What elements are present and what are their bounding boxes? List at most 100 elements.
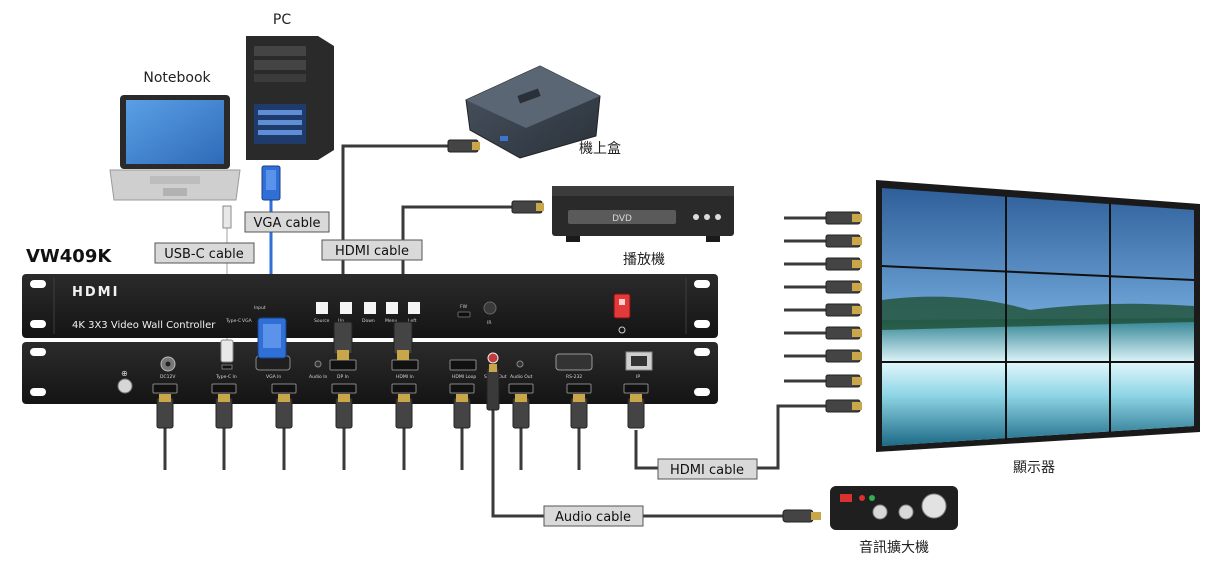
rear-dp-port — [329, 359, 357, 371]
amplifier-rca-plug-tip — [811, 512, 821, 520]
usb-c-plug-top — [222, 205, 232, 229]
controller-plugs — [156, 317, 645, 429]
output-cables — [163, 425, 581, 470]
vga-cable-label: VGA cable — [244, 211, 330, 233]
front-power-switch[interactable] — [613, 293, 631, 319]
set-top-box-logo-slot — [517, 88, 541, 104]
notebook-touchpad — [163, 188, 187, 196]
hdmi-cable-label-input: HDMI cable — [321, 239, 423, 261]
front-button-label-2: Down — [362, 318, 375, 324]
notebook-keyboard-base — [109, 169, 241, 201]
cables-layer — [163, 144, 832, 518]
dvd-hdmi-plug-tip — [536, 203, 544, 211]
front-ir-label: IR — [487, 320, 491, 326]
display-wall-waterfall — [882, 318, 1194, 446]
rear-port-label-4: DP In — [337, 374, 349, 380]
model-name: VW409K — [26, 246, 112, 267]
dvd-foot-left — [566, 236, 580, 242]
cable-labels: USB-C cable VGA cable HDMI cable HDMI ca… — [154, 211, 758, 527]
usb-c-plug-bottom — [220, 339, 234, 363]
ground-screw — [117, 378, 133, 394]
set-top-box-usb-port — [500, 136, 508, 141]
rear-unit — [22, 342, 718, 404]
display-wall-seam-h1 — [881, 265, 1195, 281]
rear-audio-out-port — [516, 360, 524, 368]
rear-rs232-port — [555, 353, 593, 371]
amplifier-green-jack — [869, 495, 875, 501]
amplifier-knob-small-2 — [898, 504, 914, 520]
display-hdmi-plugs — [825, 211, 862, 413]
notebook-device: Notebook — [109, 70, 241, 229]
dvd-label: 播放機 — [623, 252, 665, 268]
front-button-down[interactable] — [364, 302, 376, 314]
pc-front-stripe-2 — [258, 120, 302, 125]
dc-power-jack-pin — [165, 361, 171, 367]
set-top-box-label: 機上盒 — [579, 140, 621, 157]
input-label: Input — [254, 305, 266, 311]
rear-rack-hole-tl — [30, 348, 46, 356]
power-icon — [618, 326, 626, 334]
rear-port-label-3: Audio In — [309, 374, 328, 380]
rear-audio-in-port — [314, 360, 322, 368]
pc-drive-bay-3 — [254, 74, 306, 82]
rear-port-label-0: DC12V — [160, 374, 176, 380]
front-rack-hole-bl — [30, 320, 46, 328]
svg-text:Audio cable: Audio cable — [555, 510, 631, 525]
set-top-box-device: 機上盒 — [447, 65, 621, 159]
amplifier-power-switch — [840, 494, 852, 502]
display-input-cables — [784, 216, 832, 383]
display-wall-forest — [882, 296, 1194, 330]
svg-text:HDMI cable: HDMI cable — [670, 463, 744, 478]
amplifier-volume-knob — [921, 493, 947, 519]
dvd-button-2 — [704, 214, 710, 220]
front-rack-hole-tr — [694, 280, 710, 288]
audio-cable-label: Audio cable — [543, 505, 644, 527]
pc-front-stripe-3 — [258, 130, 302, 135]
spdif-rca-plug-tip — [489, 364, 497, 372]
front-button-menu[interactable] — [386, 302, 398, 314]
front-button-up[interactable] — [340, 302, 352, 314]
vga-plug-bottom-inner — [263, 324, 281, 348]
front-ir-sensor — [483, 301, 497, 315]
dvd-button-3 — [715, 214, 721, 220]
front-rack-hole-br — [694, 320, 710, 328]
svg-text:VGA cable: VGA cable — [254, 216, 321, 231]
front-button-source[interactable] — [316, 302, 328, 314]
pc-drive-bay-2 — [254, 60, 306, 70]
rear-port-label-9: RS-232 — [566, 374, 582, 380]
rear-hdmi-loop-port — [449, 359, 477, 371]
pc-drive-bay-1 — [254, 46, 306, 56]
pc-label: PC — [273, 12, 291, 28]
usb-c-cable-label: USB-C cable — [154, 242, 255, 264]
front-button-left[interactable] — [408, 302, 420, 314]
hdmi-in-plug-dvd — [393, 321, 413, 355]
rear-port-label-8: Audio Out — [510, 374, 533, 380]
input-sub-1: VGA — [242, 318, 253, 324]
notebook-label: Notebook — [143, 70, 211, 86]
dvd-foot-right — [706, 236, 720, 242]
amplifier-device: 音訊擴大機 — [782, 486, 958, 556]
dvd-top-edge — [552, 186, 734, 196]
front-usb-port — [457, 311, 471, 318]
output-hdmi-plugs — [156, 394, 645, 429]
rear-port-label-10: IP — [636, 374, 640, 380]
amplifier-knob-small-1 — [872, 504, 888, 520]
display-wall-label: 顯示器 — [1013, 460, 1055, 476]
rear-type-c-port — [221, 364, 233, 370]
input-sub-0: Type-C — [225, 318, 241, 324]
amplifier-rca-plug — [782, 509, 814, 523]
dvd-display-text: DVD — [612, 214, 632, 224]
dvd-player-device: DVD 播放機 — [511, 186, 734, 268]
audio-cable-line — [491, 408, 790, 518]
rear-rack-hole-bl — [30, 388, 46, 396]
rear-port-label-2: VGA In — [266, 374, 281, 380]
dvd-display — [568, 210, 676, 224]
pc-front-stripe-1 — [258, 110, 302, 115]
notebook-keys — [150, 176, 200, 184]
controller-device: VW409K HDMI 4K 3X3 Video Wall Controller… — [22, 246, 718, 404]
amplifier-label: 音訊擴大機 — [859, 539, 929, 556]
hdmi-cable-set-top-box — [341, 144, 452, 330]
panel-title: 4K 3X3 Video Wall Controller — [72, 320, 216, 331]
vga-plug-top-inner — [266, 170, 276, 190]
hdmi-in-plug-set-top — [333, 321, 353, 355]
